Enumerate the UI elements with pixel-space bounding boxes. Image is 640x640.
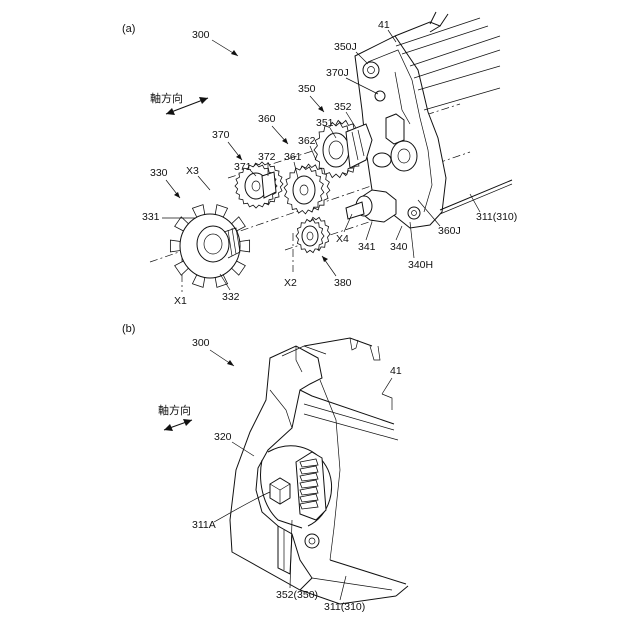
label-352: 352 [334, 101, 352, 113]
label-360: 360 [258, 113, 276, 125]
label-300: 300 [192, 29, 210, 41]
label-X3: X3 [186, 165, 199, 177]
boss-341 [346, 190, 396, 222]
label-350: 350 [298, 83, 316, 95]
label-340: 340 [390, 241, 408, 253]
label-341: 341 [358, 241, 376, 253]
label-351: 351 [316, 117, 334, 129]
label-311b: 311(310) [324, 601, 365, 613]
label-332: 332 [222, 291, 240, 303]
axial-direction-arrow-a: 軸方向 [150, 91, 208, 115]
label-361: 361 [284, 151, 302, 163]
label-X4: X4 [336, 233, 349, 245]
axial-direction-arrow-b: 軸方向 [158, 403, 192, 431]
label-370J: 370J [326, 67, 349, 79]
label-axial-b: 軸方向 [158, 403, 191, 417]
label-352b: 352(350) [276, 589, 318, 601]
label-X1: X1 [174, 295, 187, 307]
label-371: 371 [234, 161, 252, 173]
panel-a: (a) [122, 12, 517, 307]
gear-360 [284, 164, 330, 214]
label-311: 311(310) [476, 211, 517, 223]
label-360J: 360J [438, 225, 461, 237]
label-350J: 350J [334, 41, 357, 53]
label-340H: 340H [408, 259, 433, 271]
label-370: 370 [212, 129, 230, 141]
panel-b: (b) [122, 323, 408, 613]
label-330: 330 [150, 167, 168, 179]
label-41b: 41 [390, 365, 402, 377]
label-41: 41 [378, 19, 390, 31]
label-331: 331 [142, 211, 160, 223]
label-320: 320 [214, 431, 232, 443]
label-372: 372 [258, 151, 276, 163]
panel-a-tag: (a) [122, 23, 135, 35]
gear-380 [296, 217, 330, 252]
panel-b-tag: (b) [122, 323, 135, 335]
label-axial-a: 軸方向 [150, 91, 183, 105]
label-380: 380 [334, 277, 352, 289]
label-X2: X2 [284, 277, 297, 289]
housing-320 [230, 338, 408, 604]
label-311A: 311A [192, 519, 216, 531]
label-362: 362 [298, 135, 316, 147]
label-300b: 300 [192, 337, 210, 349]
